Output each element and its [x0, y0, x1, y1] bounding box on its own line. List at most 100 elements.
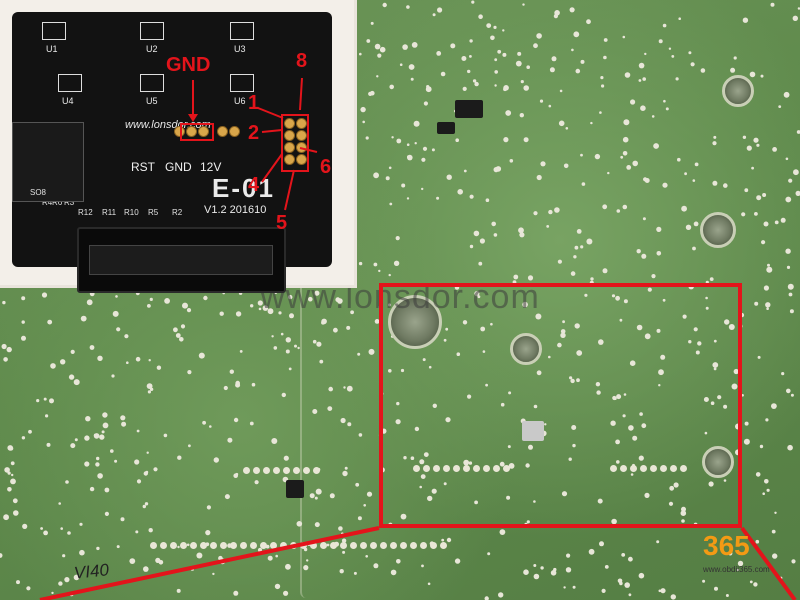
via	[443, 338, 447, 342]
via	[121, 421, 127, 427]
via	[571, 425, 577, 430]
via	[522, 3, 525, 6]
via	[366, 491, 373, 497]
via	[227, 437, 233, 443]
via	[500, 402, 505, 407]
via	[147, 390, 151, 394]
via	[391, 136, 394, 139]
via	[366, 39, 371, 43]
via	[623, 299, 628, 304]
via	[669, 485, 675, 491]
via	[7, 487, 12, 492]
pad-row	[150, 542, 447, 549]
via	[427, 495, 433, 502]
via	[515, 60, 522, 67]
via	[314, 496, 318, 500]
via	[233, 417, 239, 423]
via	[315, 488, 322, 495]
via	[60, 527, 63, 530]
via	[763, 221, 769, 227]
via	[379, 46, 386, 53]
via	[275, 554, 279, 558]
via	[120, 517, 125, 522]
via	[550, 570, 557, 576]
via	[767, 263, 770, 267]
via	[410, 456, 415, 461]
via	[619, 318, 623, 322]
via	[497, 49, 502, 54]
via	[536, 370, 542, 376]
via	[621, 553, 626, 557]
via	[401, 183, 406, 188]
via	[756, 143, 760, 147]
via	[251, 382, 256, 387]
via	[559, 89, 563, 93]
via	[704, 431, 708, 435]
via	[623, 119, 630, 126]
via	[116, 545, 120, 549]
via	[335, 297, 341, 303]
via	[624, 72, 631, 78]
via	[764, 479, 769, 484]
via	[186, 308, 192, 313]
annotation-arrows	[188, 77, 318, 211]
via	[651, 115, 655, 118]
via	[523, 137, 529, 143]
via	[212, 572, 215, 576]
via	[80, 315, 87, 322]
via	[781, 372, 785, 376]
via	[787, 444, 793, 451]
via	[658, 39, 663, 44]
via	[73, 379, 80, 386]
via	[68, 374, 75, 380]
via	[149, 387, 154, 391]
via	[467, 69, 471, 74]
via	[479, 238, 485, 244]
via	[188, 444, 191, 448]
via	[328, 386, 334, 392]
via	[273, 346, 278, 350]
via	[508, 463, 515, 469]
via	[680, 510, 687, 516]
via	[213, 457, 219, 463]
via	[432, 13, 436, 17]
via	[97, 473, 103, 479]
via	[249, 421, 254, 426]
via	[233, 590, 239, 596]
via	[344, 466, 348, 470]
via	[713, 339, 717, 343]
via	[632, 435, 638, 441]
via	[308, 296, 313, 302]
via	[480, 326, 486, 332]
via	[684, 172, 687, 176]
via	[560, 329, 566, 334]
via	[146, 383, 153, 389]
via	[74, 438, 78, 442]
via	[503, 137, 509, 143]
via	[705, 306, 709, 310]
via	[594, 153, 601, 160]
via	[353, 571, 357, 575]
via	[533, 43, 538, 49]
via	[428, 365, 432, 369]
ic-chip	[437, 122, 455, 134]
adapter-board: U1 U2 U3 U4 U5 U6 www.lonsdor.com RST GN…	[12, 12, 332, 293]
via	[641, 253, 647, 259]
via	[785, 248, 791, 254]
via	[294, 344, 297, 348]
via	[658, 369, 664, 376]
via	[533, 564, 537, 567]
via	[62, 554, 66, 558]
via	[788, 178, 793, 183]
via	[570, 378, 575, 384]
via	[714, 586, 718, 591]
via	[525, 463, 530, 468]
ic-label: U3	[234, 44, 246, 54]
via	[3, 357, 8, 362]
via	[12, 498, 18, 504]
via	[406, 5, 410, 9]
gnd-label: GND	[165, 160, 192, 174]
via	[143, 566, 149, 572]
via	[795, 190, 800, 196]
via	[685, 224, 692, 230]
